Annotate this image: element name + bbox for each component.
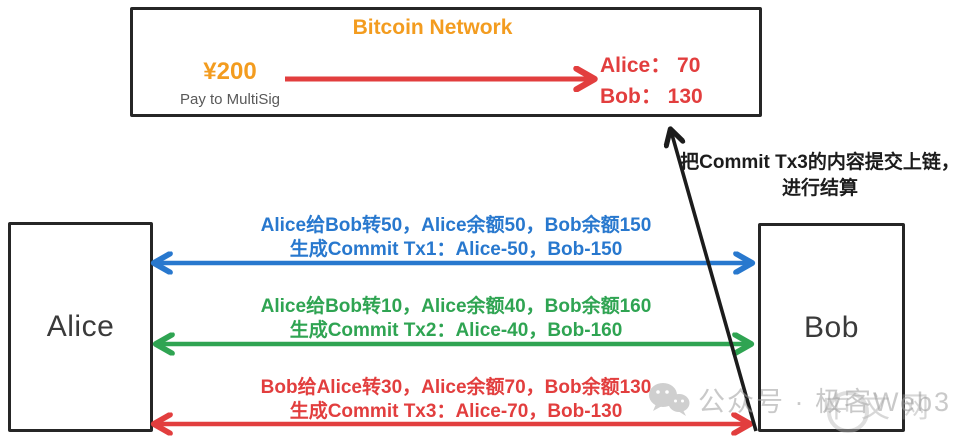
funding-note: Pay to MultiSig	[179, 91, 281, 108]
tx1-transfer-text: Alice给Bob转50，Alice余额50，Bob余额150	[260, 215, 652, 236]
channel-update-tx2: Alice给Bob转10，Alice余额40，Bob余额160 生成Commit…	[150, 295, 762, 343]
settlement-note: 把Commit Tx3的内容提交上链， 进行结算	[668, 150, 972, 202]
alice-node: Alice	[8, 222, 153, 432]
alice-node-label: Alice	[46, 310, 115, 343]
settled-balances: Alice： 70 Bob： 130	[600, 50, 730, 112]
tx3-transfer-text: Bob给Alice转30，Alice余额70，Bob余额130	[260, 377, 652, 398]
settlement-note-line1: 把Commit Tx3的内容提交上链，	[680, 152, 960, 173]
wechat-icon	[649, 382, 690, 416]
bob-node-label: Bob	[804, 310, 859, 344]
bob-balance: Bob： 130	[600, 85, 703, 108]
bitcoin-network-box	[130, 7, 762, 117]
watermark-badge	[827, 391, 869, 433]
funding-amount: ¥200	[203, 58, 257, 85]
channel-update-tx1: Alice给Bob转50，Alice余额50，Bob余额150 生成Commit…	[150, 214, 762, 262]
alice-balance: Alice： 70	[600, 54, 701, 77]
bitcoin-network-title: Bitcoin Network	[352, 16, 513, 39]
tx2-commit-text: 生成Commit Tx2：Alice-40，Bob-160	[289, 320, 623, 341]
tx2-transfer-text: Alice给Bob转10，Alice余额40，Bob余额160	[260, 296, 652, 317]
tx1-commit-text: 生成Commit Tx1：Alice-50，Bob-150	[289, 239, 623, 260]
settlement-note-line2: 进行结算	[781, 178, 858, 199]
